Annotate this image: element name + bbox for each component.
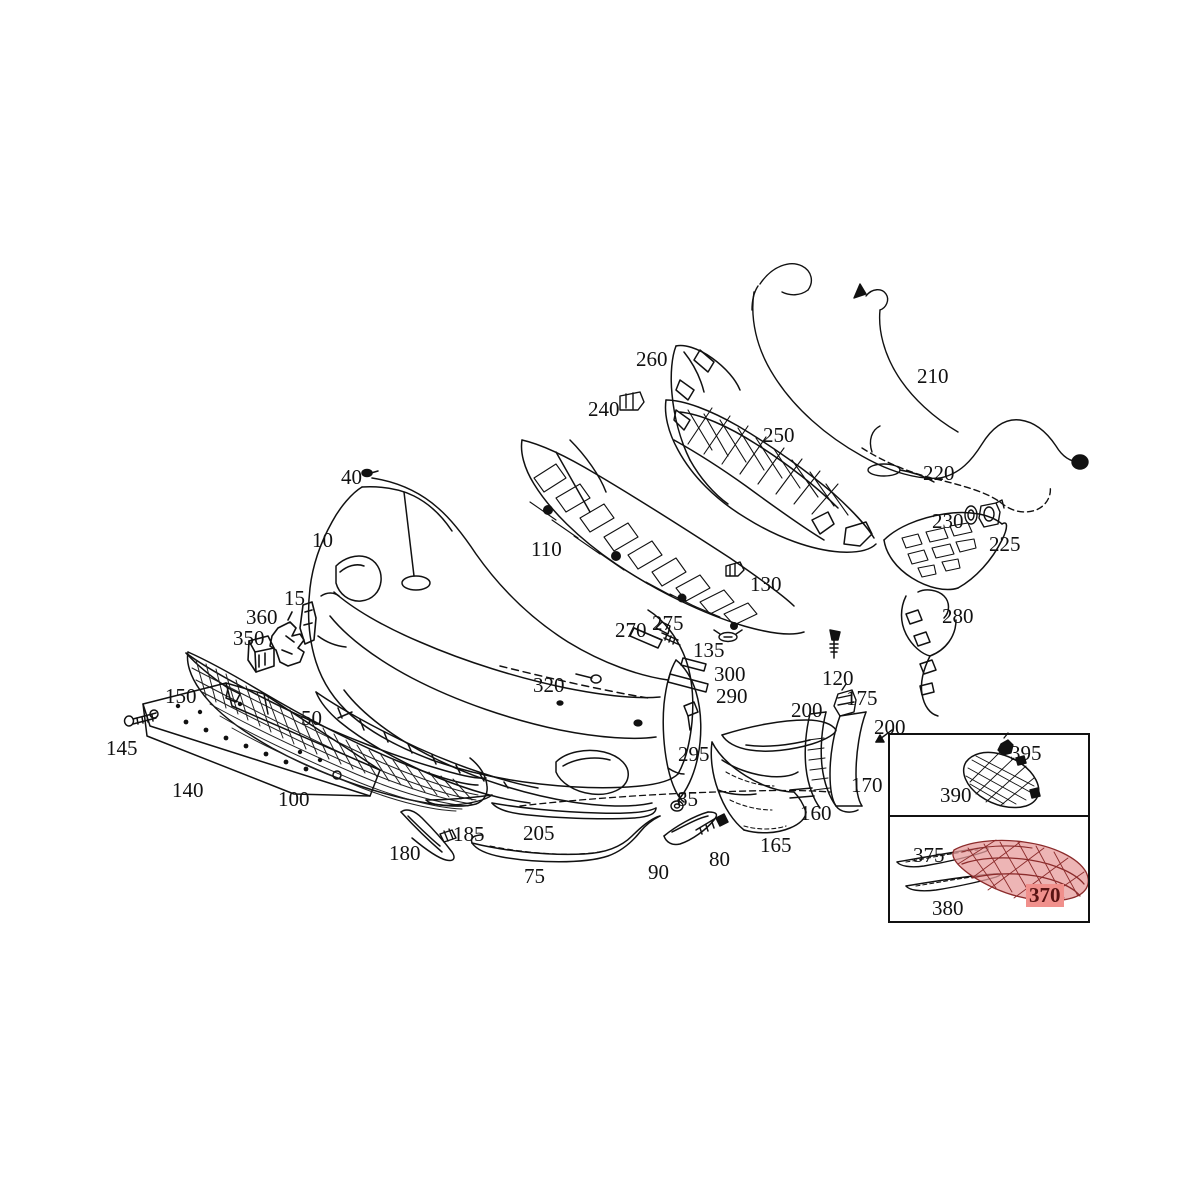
part-390-mesh-insert xyxy=(962,751,1041,809)
part-220-washer-hose-lower xyxy=(861,447,1052,513)
part-280-bracket xyxy=(883,511,1008,717)
part-320-pointer xyxy=(575,673,602,684)
part-350-holder xyxy=(247,635,275,673)
part-110-air-guide-panel xyxy=(520,439,805,635)
detail-inset-box xyxy=(888,733,1090,923)
part-140-license-plate-bracket xyxy=(142,682,381,797)
callout-220: 220 xyxy=(923,461,955,485)
callout-130: 130 xyxy=(750,572,782,596)
part-unlabeled-strip xyxy=(425,794,493,806)
part-85-grommet xyxy=(670,800,684,812)
callout-120: 120 xyxy=(822,666,854,690)
callout-225: 225 xyxy=(989,532,1021,556)
callout-375: 375 xyxy=(913,843,945,867)
callout-210: 210 xyxy=(917,364,949,388)
part-225-connector xyxy=(978,499,1005,528)
part-250-radiator-grille-mesh xyxy=(664,399,877,553)
part-205-upper-guide xyxy=(519,789,831,807)
callout-390: 390 xyxy=(940,783,972,807)
callout-200-a: 200 xyxy=(791,698,823,722)
callout-280: 280 xyxy=(942,604,974,628)
part-295-support-bracket xyxy=(662,659,702,803)
callout-270: 270 xyxy=(615,618,647,642)
part-200-arrow-b xyxy=(875,729,893,743)
callout-350: 350 xyxy=(233,626,265,650)
callout-160: 160 xyxy=(800,801,832,825)
part-sensor-holes xyxy=(556,700,643,727)
callout-50: 50 xyxy=(301,706,322,730)
callout-200-b: 200 xyxy=(874,715,906,739)
callout-185: 185 xyxy=(453,822,485,846)
callout-15: 15 xyxy=(284,586,305,610)
part-40-stud xyxy=(361,468,379,478)
callout-10: 10 xyxy=(312,528,333,552)
detail-inset-divider xyxy=(888,815,1088,817)
part-175-clip xyxy=(833,683,857,717)
part-100-lower-grille-mesh xyxy=(186,651,488,812)
callout-240: 240 xyxy=(588,397,620,421)
part-275-screw xyxy=(655,621,681,646)
callout-85: 85 xyxy=(677,787,698,811)
part-135-nut-clip xyxy=(713,629,743,643)
callout-275: 275 xyxy=(652,611,684,635)
part-160-air-duct-bracket xyxy=(789,711,837,809)
part-180-side-trim xyxy=(400,809,455,862)
part-300-bracket xyxy=(680,657,707,672)
callout-175: 175 xyxy=(846,686,878,710)
callout-260: 260 xyxy=(636,347,668,371)
part-165-air-duct xyxy=(710,741,807,834)
callout-290: 290 xyxy=(716,684,748,708)
callout-90: 90 xyxy=(648,860,669,884)
part-230-grommet xyxy=(964,505,978,525)
callout-295: 295 xyxy=(678,742,710,766)
callout-180: 180 xyxy=(389,841,421,865)
callout-40: 40 xyxy=(341,465,362,489)
part-185-clip xyxy=(439,828,457,843)
part-80-screw xyxy=(695,813,729,835)
part-10-bumper-cover xyxy=(307,477,694,807)
part-170-side-bracket xyxy=(829,711,867,813)
part-150-grille-trim xyxy=(185,652,487,779)
callout-110: 110 xyxy=(531,537,562,561)
part-205-moulding xyxy=(491,802,657,820)
part-290-bracket xyxy=(667,673,709,693)
part-260-upper-grille-frame xyxy=(670,344,741,505)
callout-165: 165 xyxy=(760,833,792,857)
part-200-side-moulding-a xyxy=(721,719,837,752)
callout-100: 100 xyxy=(278,787,310,811)
callout-80: 80 xyxy=(709,847,730,871)
callout-150: 150 xyxy=(165,684,197,708)
callout-370: 370 xyxy=(1026,884,1064,907)
part-120-bolt xyxy=(829,629,841,659)
callout-250: 250 xyxy=(763,423,795,447)
callout-380: 380 xyxy=(932,896,964,920)
part-75-spoiler-lip xyxy=(470,815,661,863)
callout-230: 230 xyxy=(932,509,964,533)
part-210-washer-hose-upper xyxy=(751,263,1089,480)
callout-75: 75 xyxy=(524,864,545,888)
callout-300: 300 xyxy=(714,662,746,686)
callout-395: 395 xyxy=(1010,741,1042,765)
part-240-clip xyxy=(619,391,645,411)
callout-140: 140 xyxy=(172,778,204,802)
part-320-lower-edge xyxy=(499,665,649,699)
callout-145: 145 xyxy=(106,736,138,760)
part-360-retainer xyxy=(269,611,305,667)
callout-135: 135 xyxy=(693,638,725,662)
part-130-fastener xyxy=(725,561,745,577)
part-90-trim xyxy=(663,811,718,846)
part-270-pin xyxy=(629,627,663,649)
part-220-washer-hose-lower-solid xyxy=(867,425,935,483)
callout-320: 320 xyxy=(533,673,565,697)
part-145-screw xyxy=(123,712,157,727)
callout-360: 360 xyxy=(246,605,278,629)
callout-170: 170 xyxy=(851,773,883,797)
callout-205: 205 xyxy=(523,821,555,845)
part-15-bracket xyxy=(299,601,317,645)
